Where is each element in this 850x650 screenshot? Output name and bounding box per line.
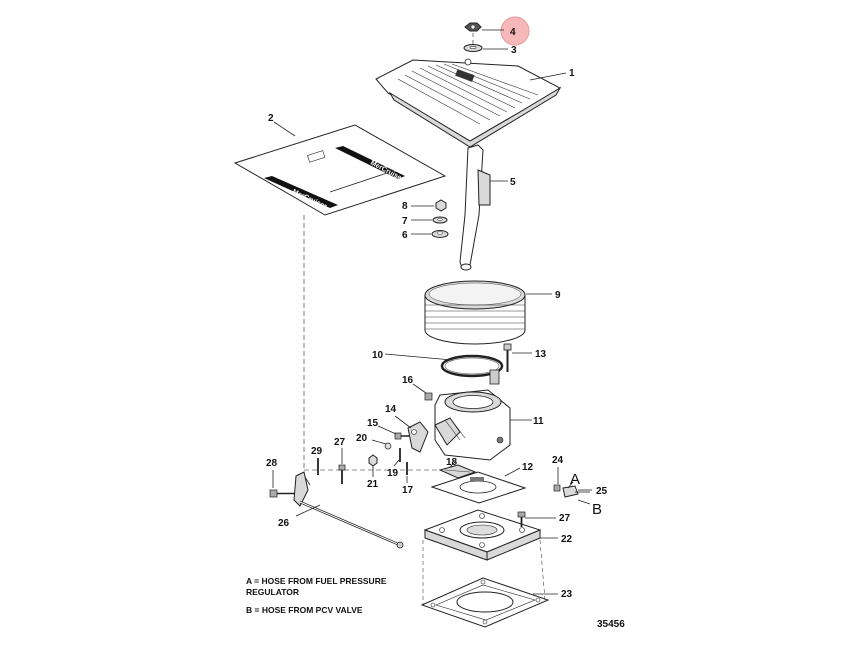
callout-6[interactable]: 6 [402,230,408,241]
legend-a-line1: A = HOSE FROM FUEL PRESSURE [246,576,387,586]
callout-17[interactable]: 17 [402,485,414,496]
callout-8[interactable]: 8 [402,201,408,212]
letter-a: A [570,471,580,488]
callout-23[interactable]: 23 [561,589,573,600]
part-9-flame-arrestor[interactable] [424,280,526,345]
callout-3[interactable]: 3 [511,45,517,56]
align-line-right [539,539,546,601]
legend-a-line2: REGULATOR [246,587,299,597]
part-25-fitting[interactable] [562,485,590,498]
letter-b: B [592,501,602,518]
figure-number: 35456 [597,619,625,630]
callout-4[interactable]: 4 [510,27,516,38]
part-2-decal-sheet[interactable]: MerCruiser MerCruiser [233,124,447,216]
part-6-grommet[interactable] [431,230,449,238]
highlight-circle [500,16,530,46]
callout-9[interactable]: 9 [555,290,561,301]
callout-28[interactable]: 28 [266,458,278,469]
part-11-throttle-body[interactable] [434,389,511,461]
callout-24[interactable]: 24 [552,455,564,466]
callout-20[interactable]: 20 [356,433,368,444]
part-18-gasket[interactable] [438,464,477,479]
part-16-plug[interactable] [424,392,433,401]
callout-22[interactable]: 22 [561,534,573,545]
part-8-nut[interactable] [435,199,447,212]
part-14-throttle-lever[interactable] [407,421,429,453]
callout-27-right[interactable]: 27 [559,513,571,524]
callout-12[interactable]: 12 [522,462,534,473]
part-27-bolt-left[interactable] [338,464,346,484]
callout-29[interactable]: 29 [311,446,323,457]
callout-14[interactable]: 14 [385,404,397,415]
part-7-washer[interactable] [432,216,448,224]
callout-13[interactable]: 13 [535,349,547,360]
part-5-bracket[interactable] [459,144,491,271]
part-10-clamp[interactable] [440,354,504,385]
callout-19[interactable]: 19 [387,468,399,479]
part-22-adapter[interactable] [423,509,542,561]
callout-2[interactable]: 2 [268,113,274,124]
callout-11[interactable]: 11 [533,416,544,427]
callout-15[interactable]: 15 [367,418,379,429]
part-15-screw[interactable] [394,432,410,440]
part-12-gasket[interactable] [430,471,527,504]
callout-7[interactable]: 7 [402,216,408,227]
part-24-fitting[interactable] [553,484,561,492]
callout-26[interactable]: 26 [278,518,290,529]
callout-18[interactable]: 18 [446,457,458,468]
part-13-screw[interactable] [503,343,512,372]
callout-5[interactable]: 5 [510,177,516,188]
part-21-nut[interactable] [368,454,378,467]
callout-1[interactable]: 1 [569,68,575,79]
callout-25[interactable]: 25 [596,486,608,497]
callout-10[interactable]: 10 [372,350,384,361]
callout-21[interactable]: 21 [367,479,379,490]
legend-b-line1: B = HOSE FROM PCV VALVE [246,605,363,615]
part-26-link-rod[interactable] [293,471,404,549]
part-28-screw[interactable] [269,489,295,498]
callout-16[interactable]: 16 [402,375,414,386]
callout-27-left[interactable]: 27 [334,437,346,448]
part-27-bolt-right[interactable] [517,511,526,527]
part-1-flame-arrestor-cover[interactable] [375,58,562,148]
part-3-washer[interactable] [463,44,483,52]
part-23-base-gasket[interactable] [420,577,550,628]
part-4-nut[interactable] [464,22,482,32]
part-20-washer[interactable] [384,442,392,450]
